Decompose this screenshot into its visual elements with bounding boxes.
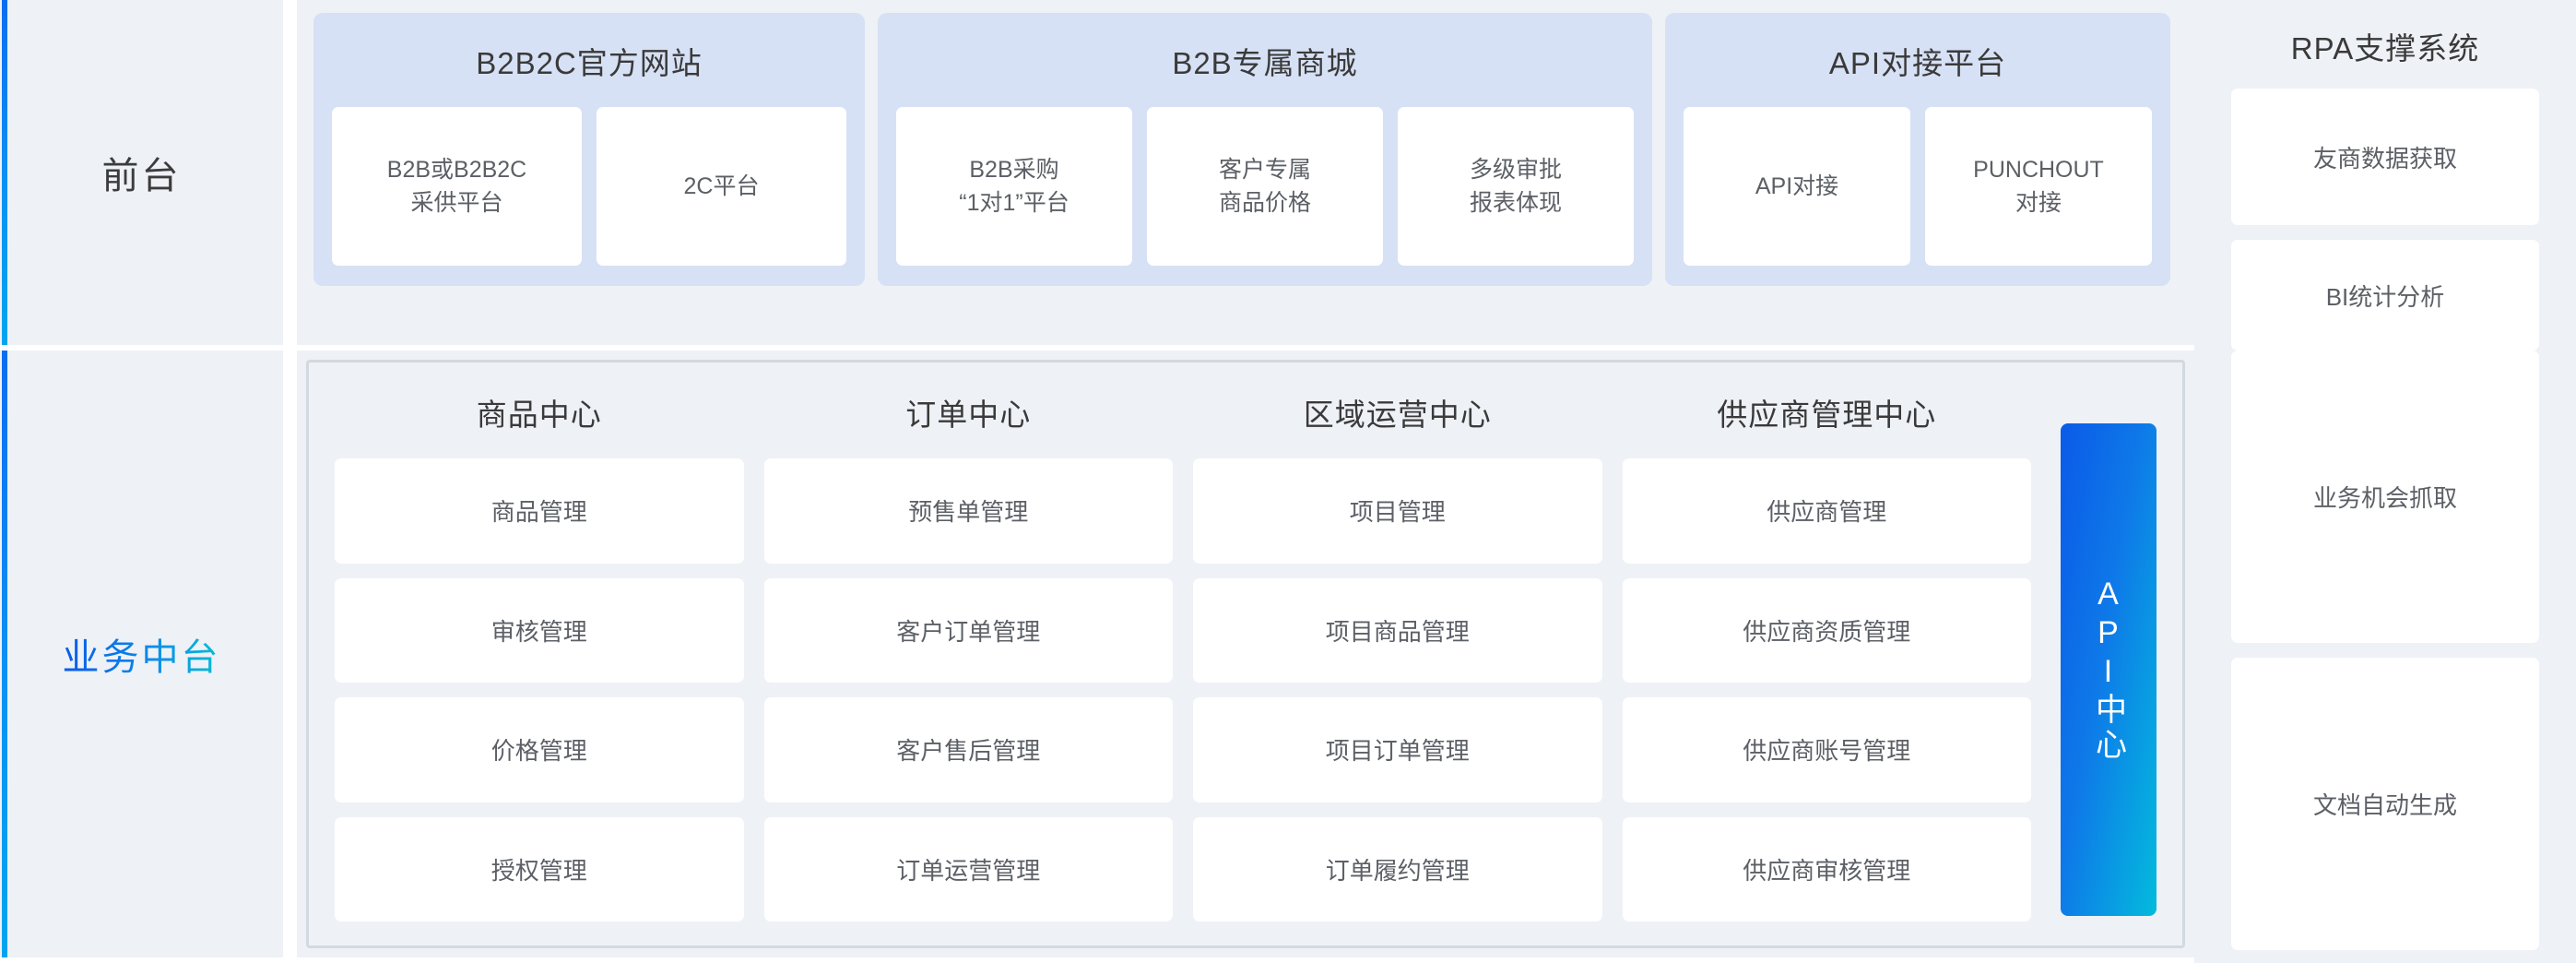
rail-gap-front: [283, 0, 297, 351]
middle-platform-panel: 商品中心 商品管理 审核管理 价格管理 授权管理 订单中心 预售单管理 客户订单…: [306, 360, 2185, 948]
item-authorization-management[interactable]: 授权管理: [335, 816, 744, 921]
rpa-card-document-autogeneration[interactable]: 文档自动生成: [2231, 658, 2539, 950]
item-order-fulfillment-management[interactable]: 订单履约管理: [1193, 816, 1602, 921]
item-project-order-management[interactable]: 项目订单管理: [1193, 697, 1602, 802]
item-presale-order-management[interactable]: 预售单管理: [763, 458, 1173, 564]
group-title-b2b2c-website: B2B2C官方网站: [476, 46, 703, 80]
rpa-card-competitor-data[interactable]: 友商数据获取: [2231, 89, 2539, 225]
api-center-bar[interactable]: API中心: [2061, 423, 2157, 916]
item-audit-management[interactable]: 审核管理: [335, 577, 744, 683]
item-product-management[interactable]: 商品管理: [335, 458, 744, 564]
rpa-column-bottom: 业务机会抓取 文档自动生成: [2194, 351, 2576, 963]
group-title-b2b-mall: B2B专属商城: [1172, 46, 1358, 80]
group-title-api-platform: API对接平台: [1828, 46, 2007, 80]
item-price-management[interactable]: 价格管理: [335, 697, 744, 802]
card-api-integration[interactable]: API对接: [1684, 107, 1910, 266]
item-project-management[interactable]: 项目管理: [1193, 458, 1602, 564]
item-supplier-management[interactable]: 供应商管理: [1622, 458, 2031, 564]
rpa-card-business-opportunity[interactable]: 业务机会抓取: [2231, 351, 2539, 643]
rpa-title: RPA支撑系统: [2290, 31, 2480, 65]
column-title-order-center: 订单中心: [905, 398, 1032, 432]
rail-front-stage: 前台: [0, 0, 283, 345]
column-supplier-management-center: 供应商管理中心 供应商管理 供应商资质管理 供应商账号管理 供应商审核管理: [1622, 383, 2031, 921]
column-title-product-center: 商品中心: [476, 398, 602, 432]
item-supplier-qualification-management[interactable]: 供应商资质管理: [1622, 577, 2031, 683]
rpa-card-bi-analysis[interactable]: BI统计分析: [2231, 240, 2539, 351]
column-regional-operation-center: 区域运营中心 项目管理 项目商品管理 项目订单管理 订单履约管理: [1193, 383, 1602, 921]
rail-gap-middle: [283, 351, 297, 963]
card-b2b-one-to-one-platform[interactable]: B2B采购“1对1”平台: [896, 107, 1132, 266]
item-project-product-management[interactable]: 项目商品管理: [1193, 577, 1602, 683]
item-supplier-audit-management[interactable]: 供应商审核管理: [1622, 816, 2031, 921]
card-2c-platform[interactable]: 2C平台: [597, 107, 846, 266]
item-customer-order-management[interactable]: 客户订单管理: [763, 577, 1173, 683]
column-order-center: 订单中心 预售单管理 客户订单管理 客户售后管理 订单运营管理: [763, 383, 1173, 921]
middle-platform-row: 业务中台 商品中心 商品管理 审核管理 价格管理 授权管理 订单中心 预售单管理…: [0, 351, 2576, 963]
column-title-supplier-management-center: 供应商管理中心: [1717, 398, 1937, 432]
item-supplier-account-management[interactable]: 供应商账号管理: [1622, 697, 2031, 802]
rail-front-stage-label: 前台: [101, 156, 182, 196]
api-center-label: API中心: [2090, 577, 2126, 763]
middle-platform-content: 商品中心 商品管理 审核管理 价格管理 授权管理 订单中心 预售单管理 客户订单…: [297, 351, 2194, 957]
group-cards-b2b-mall: B2B采购“1对1”平台 客户专属商品价格 多级审批报表体现: [896, 107, 1634, 266]
group-b2b-mall: B2B专属商城 B2B采购“1对1”平台 客户专属商品价格 多级审批报表体现: [878, 13, 1652, 286]
item-customer-aftersales-management[interactable]: 客户售后管理: [763, 697, 1173, 802]
item-order-operation-management[interactable]: 订单运营管理: [763, 816, 1173, 921]
rail-middle-platform-label: 业务中台: [63, 627, 221, 681]
column-product-center: 商品中心 商品管理 审核管理 价格管理 授权管理: [335, 383, 744, 921]
card-customer-exclusive-price[interactable]: 客户专属商品价格: [1147, 107, 1383, 266]
card-multilevel-approval-report[interactable]: 多级审批报表体现: [1398, 107, 1634, 266]
column-title-regional-operation-center: 区域运营中心: [1303, 398, 1492, 432]
rail-middle-platform: 业务中台: [0, 351, 283, 957]
rpa-column-top: RPA支撑系统 友商数据获取 BI统计分析: [2194, 0, 2576, 351]
